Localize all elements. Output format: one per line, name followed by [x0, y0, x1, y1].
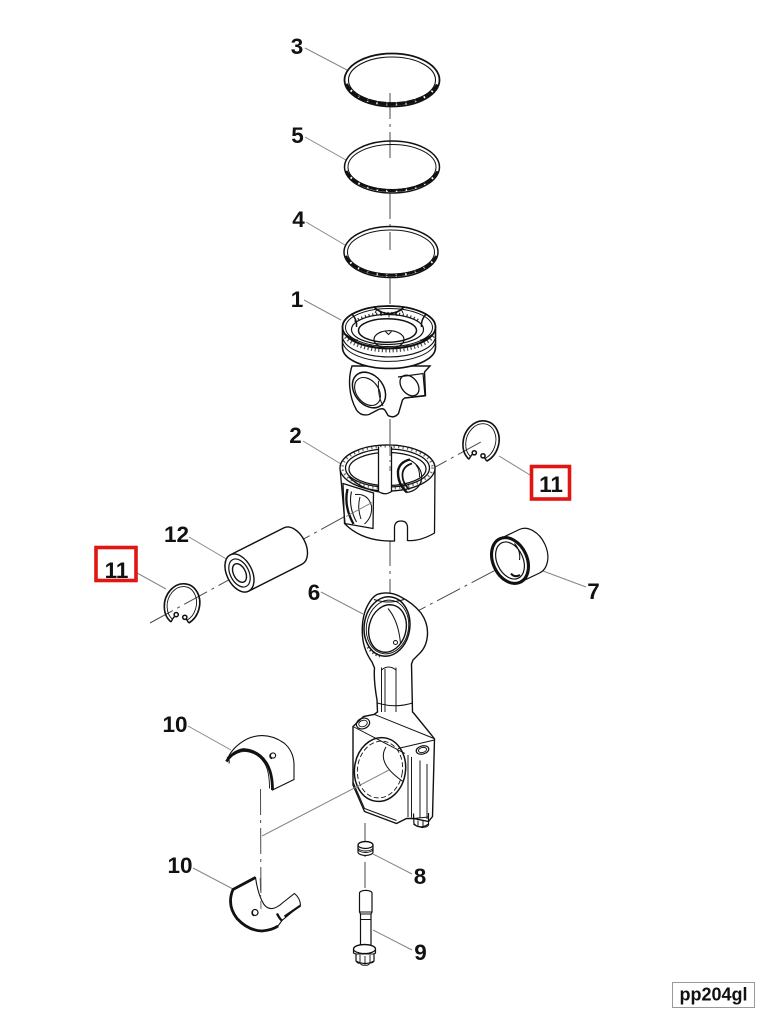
- svg-text:5: 5: [291, 123, 304, 148]
- svg-text:3: 3: [291, 34, 304, 59]
- svg-text:7: 7: [587, 579, 600, 604]
- svg-text:9: 9: [414, 940, 427, 965]
- svg-text:2: 2: [289, 423, 302, 448]
- svg-text:8: 8: [414, 864, 427, 889]
- svg-text:11: 11: [105, 558, 129, 583]
- svg-text:11: 11: [539, 472, 563, 497]
- svg-text:4: 4: [292, 207, 305, 232]
- svg-text:pp204gl: pp204gl: [679, 985, 747, 1005]
- svg-text:1: 1: [291, 287, 304, 312]
- svg-text:10: 10: [167, 853, 192, 878]
- svg-text:6: 6: [308, 580, 321, 605]
- svg-text:10: 10: [162, 712, 187, 737]
- svg-text:12: 12: [164, 522, 189, 547]
